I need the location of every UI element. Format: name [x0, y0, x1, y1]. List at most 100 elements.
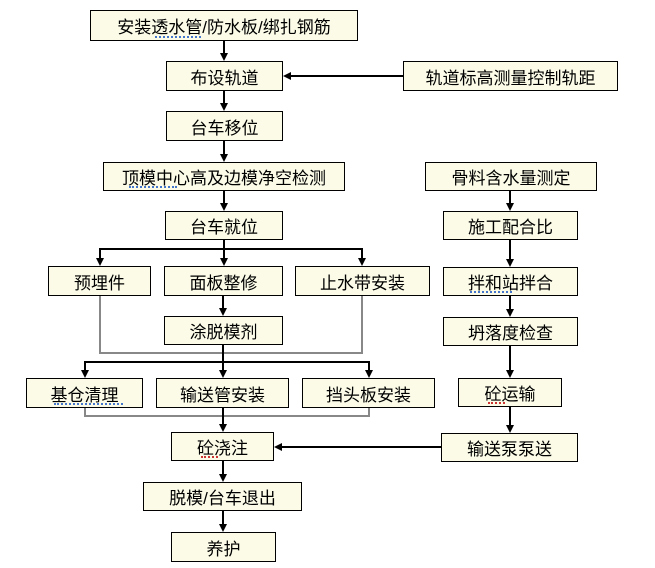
connector-line [222, 461, 224, 475]
connector-line [223, 191, 225, 204]
connector-line [222, 296, 224, 309]
arrowhead-down-icon [357, 258, 366, 266]
arrowhead-left-icon [274, 442, 282, 451]
arrowhead-down-icon [364, 370, 373, 378]
flow-node-label: 挡头板安装 [326, 385, 411, 405]
flow-node-label: 输送泵泵送 [467, 440, 552, 459]
merge-connector-line [99, 352, 363, 354]
flow-node-label: 台车移位 [190, 118, 259, 138]
flow-node-pump-delivery[interactable]: 输送泵泵送 [441, 433, 578, 462]
flow-node-lay-track[interactable]: 布设轨道 [166, 61, 283, 91]
flow-node-track-elevation[interactable]: 轨道标高测量控制轨距 [403, 61, 618, 91]
flow-node-concrete-pour[interactable]: 砼浇注 [171, 432, 274, 461]
connector-line [223, 240, 225, 250]
connector-line [222, 408, 224, 425]
spellcheck-squiggle [488, 402, 505, 404]
arrowhead-down-icon [219, 103, 228, 111]
arrowhead-down-icon [80, 370, 89, 378]
flow-node-top-mold-check[interactable]: 顶模中心高及边模净空检测 [103, 162, 345, 191]
flow-node-label: 坍落度检查 [468, 324, 553, 343]
arrowhead-down-icon [218, 308, 227, 316]
connector-line [84, 361, 86, 371]
spellcheck-squiggle [155, 36, 201, 38]
flow-node-panel-repair[interactable]: 面板整修 [164, 266, 283, 296]
arrowhead-left-icon [283, 71, 291, 80]
flow-node-label: 砼浇注 [197, 439, 248, 458]
flow-node-waterstop-install[interactable]: 止水带安装 [295, 266, 430, 296]
merge-connector-line [84, 415, 370, 417]
connector-line [290, 75, 403, 77]
flow-node-concrete-transport[interactable]: 砼运输 [458, 378, 562, 407]
connector-line [509, 240, 511, 260]
flow-node-slump-check[interactable]: 坍落度检查 [443, 317, 578, 346]
connector-line [99, 248, 363, 250]
flow-node-label: 输送管安装 [180, 385, 265, 405]
connector-line [509, 296, 511, 310]
arrowhead-down-icon [505, 259, 514, 267]
arrowhead-down-icon [219, 258, 228, 266]
connector-line [223, 141, 225, 155]
flow-node-label: 基仓清理 [50, 385, 119, 405]
flow-node-pipe-install[interactable]: 输送管安装 [156, 378, 289, 408]
flow-node-trolley-position[interactable]: 台车就位 [165, 211, 283, 240]
connector-line [99, 248, 101, 259]
spellcheck-squiggle [470, 291, 512, 293]
merge-connector-line [84, 408, 86, 417]
arrowhead-down-icon [95, 258, 104, 266]
arrowhead-down-icon [218, 474, 227, 482]
merge-connector-line [99, 296, 101, 354]
flow-node-mix-ratio[interactable]: 施工配合比 [443, 211, 578, 240]
flow-node-label: 拌和站拌合 [468, 274, 553, 293]
arrowhead-down-icon [505, 370, 514, 378]
merge-connector-line [361, 296, 363, 354]
arrowhead-down-icon [219, 203, 228, 211]
connector-line [361, 248, 363, 259]
flow-node-demold-exit[interactable]: 脱模/台车退出 [143, 482, 302, 511]
spellcheck-squiggle [54, 403, 123, 405]
connector-line [509, 346, 511, 371]
arrowhead-down-icon [505, 203, 514, 211]
flow-node-label: 养护 [206, 539, 241, 559]
flow-node-label: 涂脱模剂 [189, 323, 258, 342]
flow-node-label: 布设轨道 [190, 68, 259, 88]
flow-node-label: 面板整修 [189, 273, 258, 293]
connector-line [368, 361, 370, 371]
flow-node-label: 脱模/台车退出 [169, 489, 276, 508]
flow-node-install[interactable]: 安装透水管/防水板/绑扎钢筋 [90, 10, 358, 41]
arrowhead-down-icon [505, 425, 514, 433]
flow-node-label: 安装透水管/防水板/绑扎钢筋 [117, 18, 331, 37]
flow-node-label: 施工配合比 [468, 218, 553, 237]
flow-node-chamber-clean[interactable]: 基仓清理 [26, 378, 143, 408]
flow-node-mixing-station[interactable]: 拌和站拌合 [443, 267, 578, 296]
flow-node-label: 顶模中心高及边模净空检测 [122, 169, 326, 188]
flow-node-aggregate-moisture[interactable]: 骨料含水量测定 [425, 162, 597, 191]
connector-line [84, 361, 370, 363]
flow-node-end-plate[interactable]: 挡头板安装 [302, 378, 435, 408]
flow-node-release-agent[interactable]: 涂脱模剂 [164, 316, 283, 345]
merge-connector-line [368, 408, 370, 417]
arrowhead-down-icon [218, 524, 227, 532]
connector-line [509, 191, 511, 204]
flow-node-label: 台车就位 [190, 218, 258, 237]
flow-node-label: 止水带安装 [320, 273, 405, 293]
flow-node-embedded-parts[interactable]: 预埋件 [48, 266, 151, 296]
connector-line [281, 446, 441, 448]
connector-line [509, 407, 511, 426]
connector-line [223, 248, 225, 259]
connector-line [222, 511, 224, 525]
arrowhead-down-icon [219, 53, 228, 61]
flow-node-curing[interactable]: 养护 [171, 532, 276, 562]
arrowhead-down-icon [505, 309, 514, 317]
spellcheck-squiggle [129, 186, 177, 188]
flow-node-label: 预埋件 [74, 273, 125, 293]
connector-line [223, 41, 225, 54]
arrowhead-down-icon [219, 154, 228, 162]
connector-line [222, 345, 224, 362]
flow-node-trolley-shift[interactable]: 台车移位 [166, 111, 283, 141]
spellcheck-squiggle [201, 456, 218, 458]
flow-node-label: 轨道标高测量控制轨距 [425, 68, 596, 88]
connector-line [222, 361, 224, 371]
connector-line [223, 91, 225, 104]
arrowhead-down-icon [218, 370, 227, 378]
